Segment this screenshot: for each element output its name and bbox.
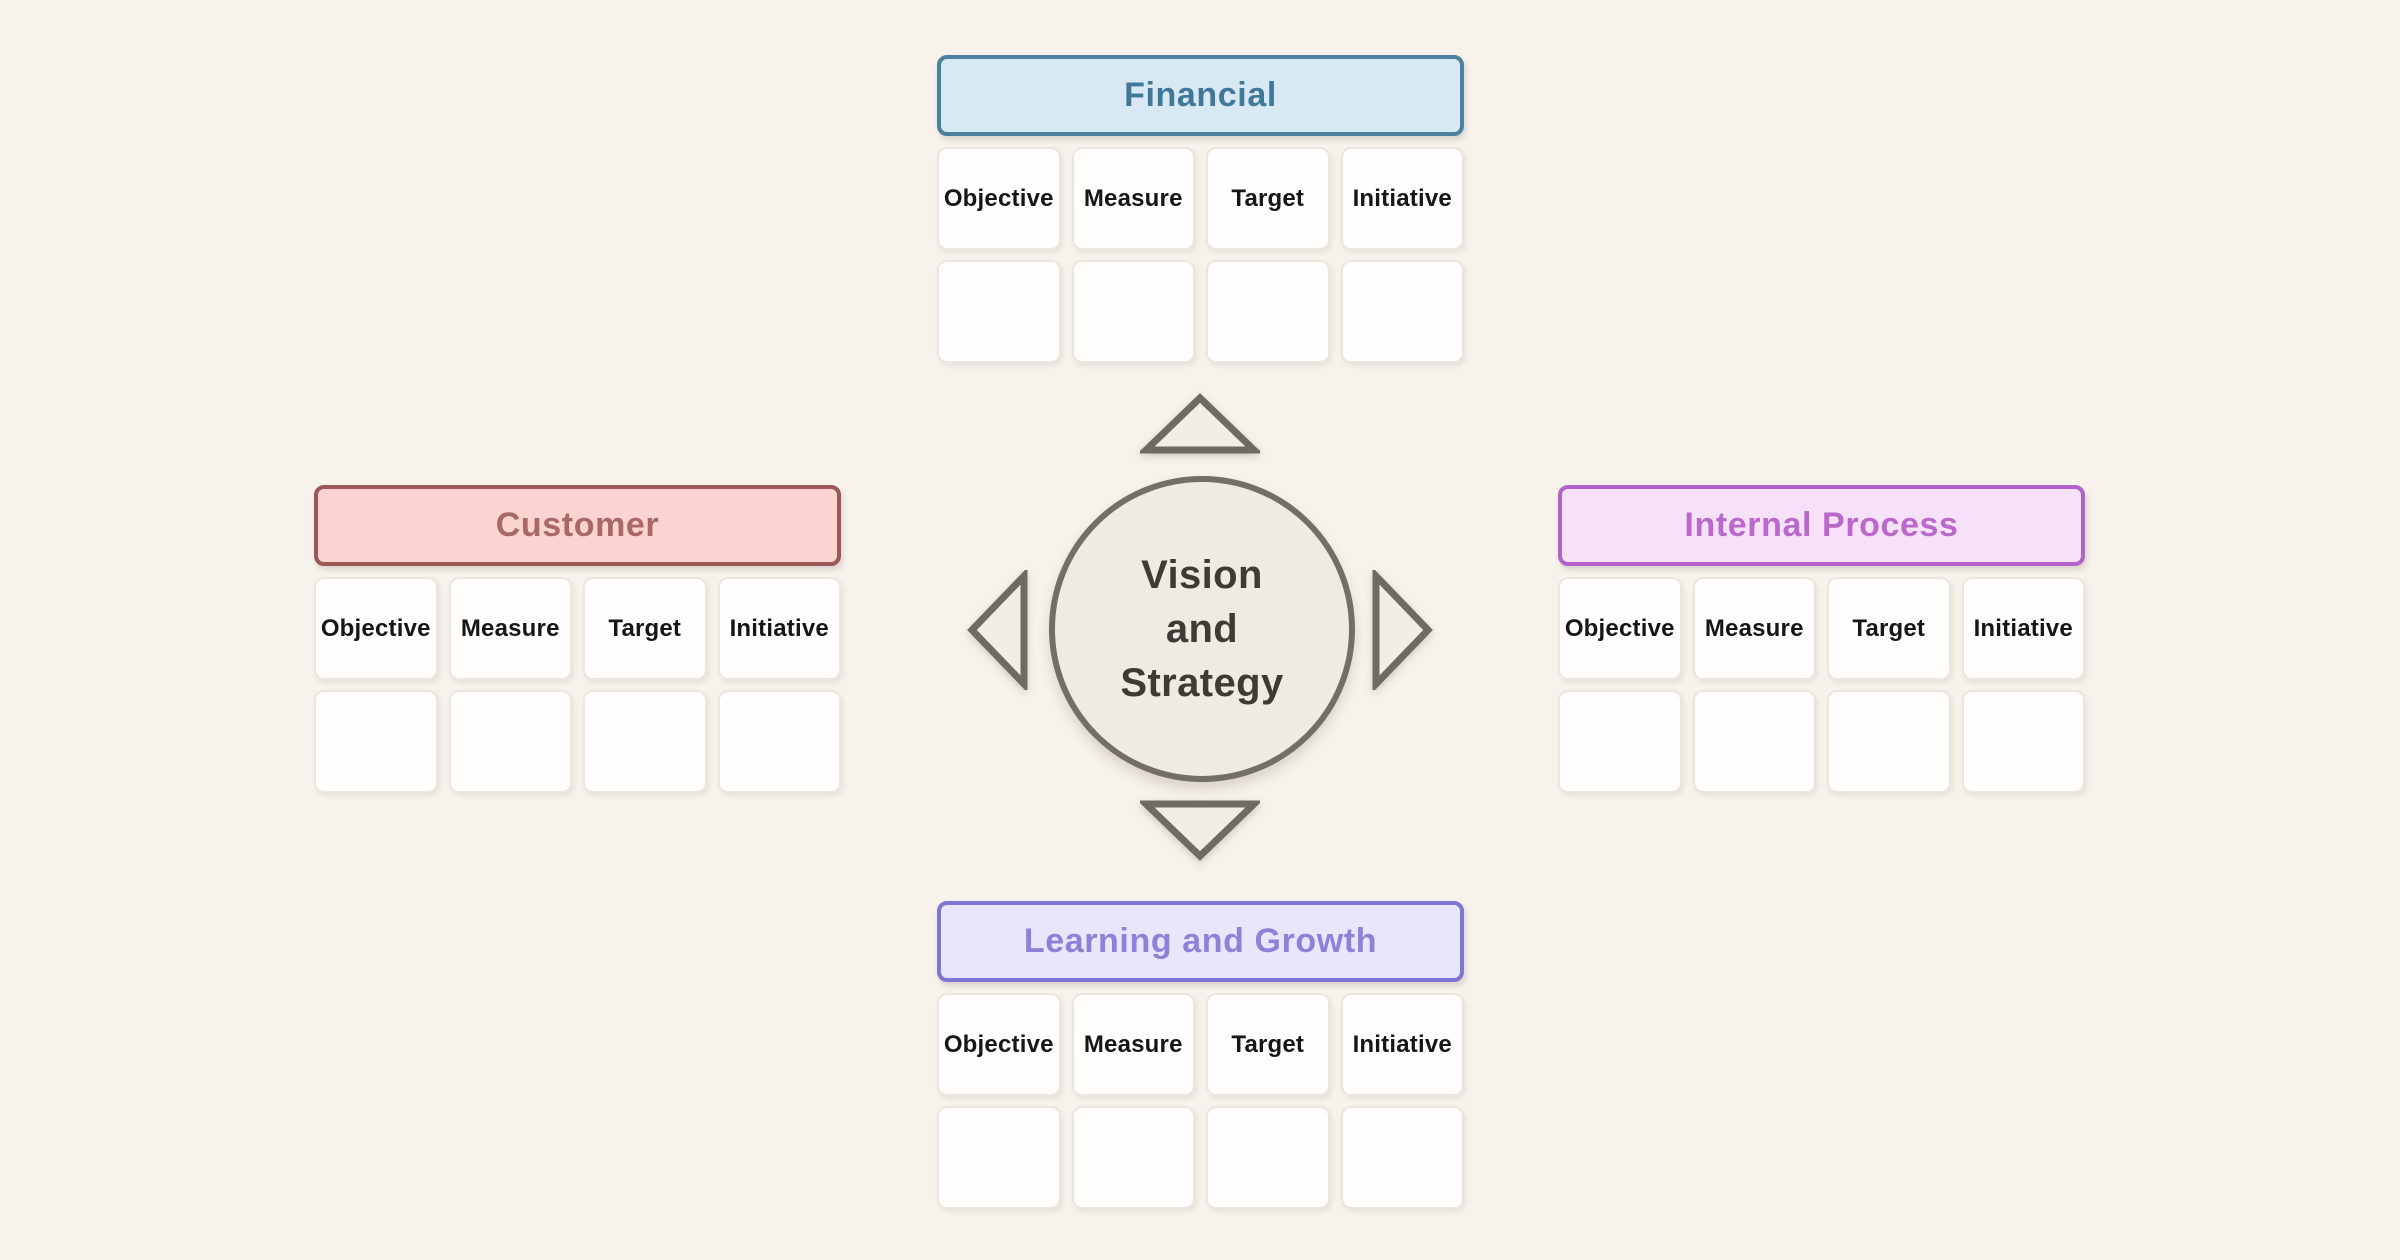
section-customer-header: Customer xyxy=(314,485,841,566)
cell-label: Initiative xyxy=(1352,184,1452,212)
cell-label: Objective xyxy=(320,614,431,642)
cell-label: Measure xyxy=(1083,184,1183,212)
section-title: Customer xyxy=(495,506,660,544)
cell-empty xyxy=(937,1106,1061,1209)
vision-line: and xyxy=(1165,607,1239,651)
cell-empty xyxy=(717,690,841,793)
cell-label: Initiative xyxy=(1973,614,2073,642)
triangle-shape xyxy=(1372,570,1433,690)
cell-label: Initiative xyxy=(729,614,829,642)
cell-measure: Measure xyxy=(1071,993,1195,1096)
cell-label: Measure xyxy=(1083,1030,1183,1058)
cell-label: Measure xyxy=(1704,614,1804,642)
cell-empty xyxy=(1961,690,2085,793)
down-arrow-icon xyxy=(1140,800,1260,861)
right-arrow-icon xyxy=(1372,570,1433,690)
triangle-shape xyxy=(967,570,1028,690)
cell-empty xyxy=(1827,690,1951,793)
cell-label: Objective xyxy=(1564,614,1675,642)
cell-objective: Objective xyxy=(1558,577,1682,680)
cell-empty xyxy=(1692,690,1816,793)
cell-target: Target xyxy=(1827,577,1951,680)
section-financial-grid: Objective Measure Target Initiative xyxy=(937,147,1464,363)
section-internal-process: Internal Process Objective Measure Targe… xyxy=(1558,485,2085,793)
cell-empty xyxy=(314,690,438,793)
cell-label: Target xyxy=(1231,184,1305,212)
section-title: Internal Process xyxy=(1684,506,1959,544)
cell-empty xyxy=(1071,1106,1195,1209)
section-learning-growth-header: Learning and Growth xyxy=(937,901,1464,982)
cell-empty xyxy=(1558,690,1682,793)
cell-empty xyxy=(448,690,572,793)
cell-label: Objective xyxy=(943,1030,1054,1058)
section-customer: Customer Objective Measure Target Initia… xyxy=(314,485,841,793)
cell-target: Target xyxy=(1206,147,1330,250)
triangle-shape xyxy=(1140,393,1260,454)
cell-initiative: Initiative xyxy=(1340,993,1464,1096)
vision-line: Vision xyxy=(1141,553,1263,597)
cell-objective: Objective xyxy=(937,993,1061,1096)
cell-label: Initiative xyxy=(1352,1030,1452,1058)
cell-empty xyxy=(1071,260,1195,363)
cell-empty xyxy=(937,260,1061,363)
section-internal-process-grid: Objective Measure Target Initiative xyxy=(1558,577,2085,793)
vision-strategy-label: Vision and Strategy xyxy=(1120,548,1283,710)
cell-measure: Measure xyxy=(1692,577,1816,680)
cell-label: Target xyxy=(608,614,682,642)
cell-objective: Objective xyxy=(314,577,438,680)
section-financial-header: Financial xyxy=(937,55,1464,136)
triangle-shape xyxy=(1140,800,1260,861)
cell-empty xyxy=(583,690,707,793)
vision-strategy-circle: Vision and Strategy xyxy=(1049,476,1355,782)
cell-initiative: Initiative xyxy=(717,577,841,680)
cell-label: Target xyxy=(1231,1030,1305,1058)
cell-label: Target xyxy=(1852,614,1926,642)
cell-empty xyxy=(1206,260,1330,363)
vision-line: Strategy xyxy=(1120,661,1284,705)
cell-empty xyxy=(1206,1106,1330,1209)
section-financial: Financial Objective Measure Target Initi… xyxy=(937,55,1464,363)
cell-target: Target xyxy=(1206,993,1330,1096)
cell-initiative: Initiative xyxy=(1340,147,1464,250)
section-internal-process-header: Internal Process xyxy=(1558,485,2085,566)
cell-label: Measure xyxy=(460,614,560,642)
left-arrow-icon xyxy=(967,570,1028,690)
cell-measure: Measure xyxy=(448,577,572,680)
section-learning-growth-grid: Objective Measure Target Initiative xyxy=(937,993,1464,1209)
cell-measure: Measure xyxy=(1071,147,1195,250)
cell-initiative: Initiative xyxy=(1961,577,2085,680)
cell-empty xyxy=(1340,260,1464,363)
section-title: Learning and Growth xyxy=(1023,922,1378,960)
section-title: Financial xyxy=(1124,76,1277,114)
cell-label: Objective xyxy=(943,184,1054,212)
up-arrow-icon xyxy=(1140,393,1260,454)
cell-objective: Objective xyxy=(937,147,1061,250)
cell-empty xyxy=(1340,1106,1464,1209)
cell-target: Target xyxy=(583,577,707,680)
section-learning-growth: Learning and Growth Objective Measure Ta… xyxy=(937,901,1464,1209)
section-customer-grid: Objective Measure Target Initiative xyxy=(314,577,841,793)
